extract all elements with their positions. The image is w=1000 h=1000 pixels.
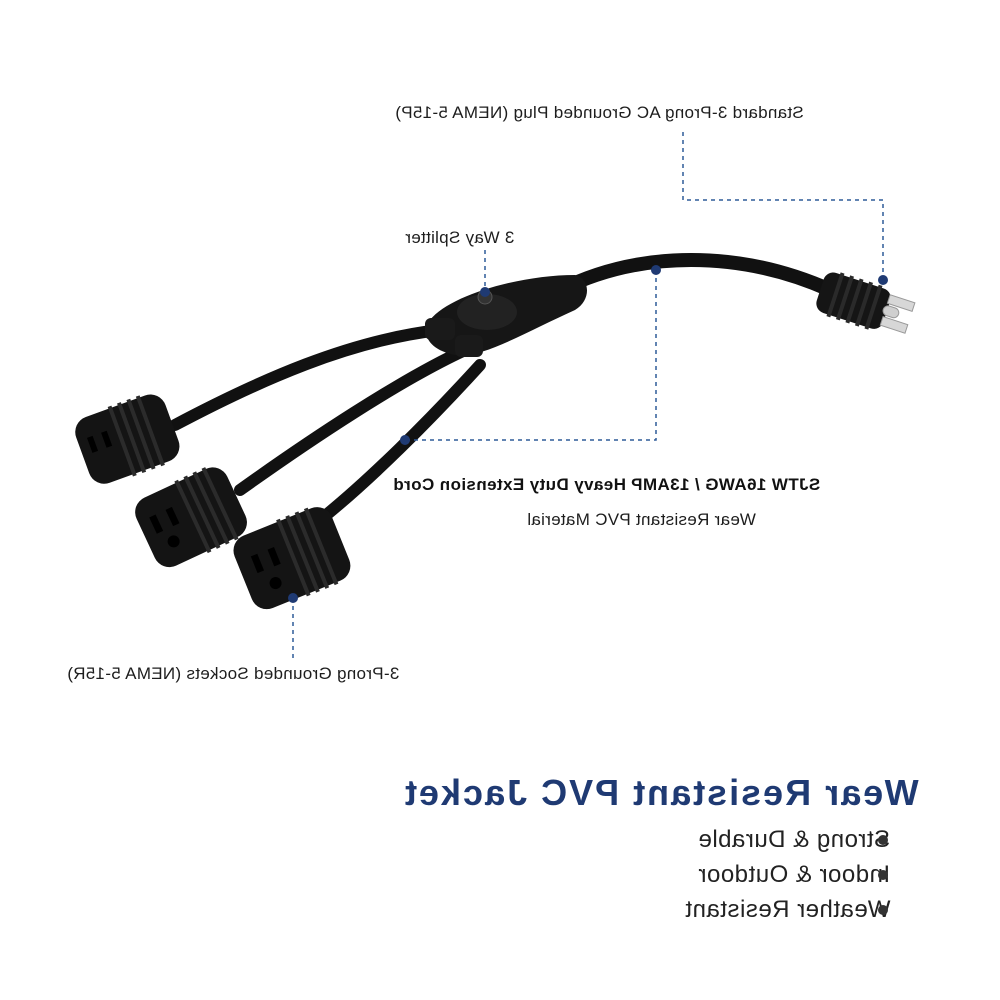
cord-subtitle-callout: Wear Resistant PVC Material [527, 510, 756, 529]
sockets-callout: 3-Prong Grounded Sockets (NEMA 5-15R) [67, 664, 400, 683]
cord-title-callout: SJTW 16AWG / 13AMP Heavy Duty Extension … [393, 475, 821, 494]
socket-3 [233, 507, 351, 610]
bullet-icon [878, 905, 888, 915]
plug-callout: Standard 3-Prong AC Grounded Plug (NEMA … [395, 103, 804, 122]
list-item: Indoor & Outdoor [698, 861, 890, 889]
socket-1 [75, 394, 180, 484]
bullet-icon [878, 870, 888, 880]
feature-label: Strong & Durable [697, 826, 890, 853]
branch-cord-1 [169, 324, 446, 431]
feature-label: Indoor & Outdoor [697, 861, 890, 888]
plug-head [816, 272, 916, 334]
main-cord [553, 253, 837, 297]
list-item: Weather Resistant [685, 896, 890, 924]
splitter-callout: 3 Way Splitter [405, 228, 515, 247]
splitter-body [425, 275, 588, 357]
feature-label: Weather Resistant [684, 896, 890, 923]
leader-lines [292, 132, 884, 660]
list-item: Strong & Durable [698, 826, 890, 854]
branch-cord-2 [234, 344, 471, 496]
bullet-icon [878, 835, 888, 845]
features-heading: Wear Resistant PVC Jacket [403, 772, 919, 813]
branch-cord-3 [314, 359, 486, 526]
socket-2 [135, 467, 247, 568]
leader-dots [288, 265, 888, 603]
